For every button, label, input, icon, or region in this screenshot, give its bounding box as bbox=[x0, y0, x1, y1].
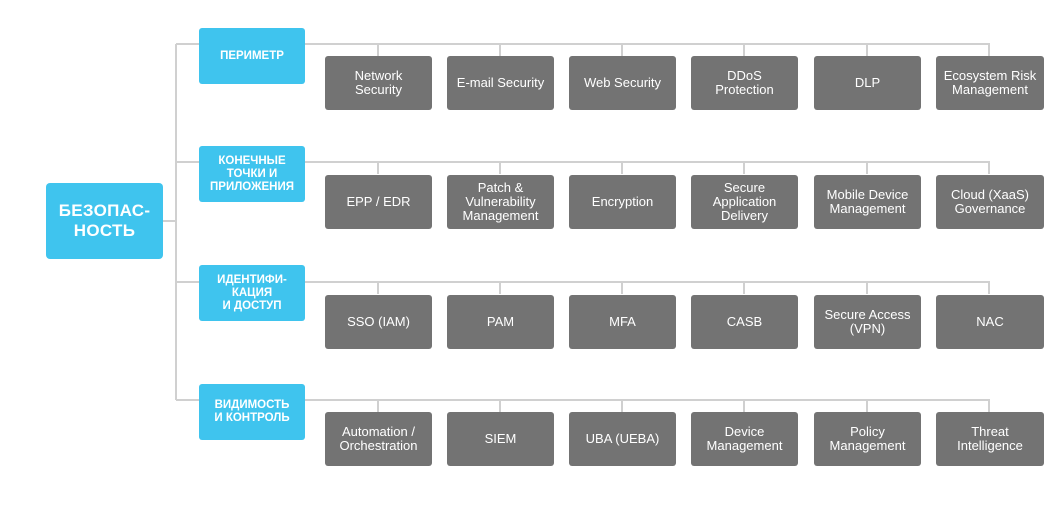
item-label: SSO (IAM) bbox=[347, 314, 410, 329]
item-label: Web Security bbox=[583, 75, 662, 90]
item-pam: PAM bbox=[447, 295, 554, 349]
category-label: ПЕРИМЕТР bbox=[220, 49, 284, 62]
item-siem: SIEM bbox=[447, 412, 554, 466]
item-uba-ueba: UBA (UEBA) bbox=[569, 412, 676, 466]
item-sso-iam: SSO (IAM) bbox=[325, 295, 432, 349]
item-casb: CASB bbox=[691, 295, 798, 349]
category-endpoints: КОНЕЧНЫЕ ТОЧКИ И ПРИЛОЖЕНИЯ bbox=[199, 146, 305, 202]
item-network-security: Network Security bbox=[325, 56, 432, 110]
item-label: EPP / EDR bbox=[346, 194, 411, 209]
category-label: КОНЕЧНЫЕ ТОЧКИ И ПРИЛОЖЕНИЯ bbox=[210, 154, 294, 193]
item-label: Policy Management bbox=[829, 424, 906, 453]
item-label: Automation / Orchestration bbox=[339, 424, 418, 453]
item-label: Patch & Vulnerability Management bbox=[462, 180, 539, 223]
item-threat-intelligence: Threat Intelligence bbox=[936, 412, 1044, 466]
item-label: Secure Access (VPN) bbox=[824, 307, 911, 336]
item-label: CASB bbox=[726, 314, 763, 329]
item-mobile-device-mgmt: Mobile Device Management bbox=[814, 175, 921, 229]
item-encryption: Encryption bbox=[569, 175, 676, 229]
item-label: E-mail Security bbox=[456, 75, 545, 90]
item-label: NAC bbox=[976, 314, 1004, 329]
item-ddos-protection: DDoS Protection bbox=[691, 56, 798, 110]
item-label: Network Security bbox=[354, 68, 403, 97]
item-secure-access-vpn: Secure Access (VPN) bbox=[814, 295, 921, 349]
item-label: Secure Application Delivery bbox=[712, 180, 777, 223]
item-epp-edr: EPP / EDR bbox=[325, 175, 432, 229]
item-web-security: Web Security bbox=[569, 56, 676, 110]
category-label: ВИДИМОСТЬ И КОНТРОЛЬ bbox=[214, 399, 290, 424]
item-label: Threat Intelligence bbox=[957, 424, 1023, 453]
item-cloud-governance: Cloud (XaaS) Governance bbox=[936, 175, 1044, 229]
item-label: Mobile Device Management bbox=[826, 187, 909, 216]
category-label: ИДЕНТИФИ- КАЦИЯ И ДОСТУП bbox=[217, 273, 287, 312]
item-label: Device Management bbox=[706, 424, 783, 453]
category-identity-access: ИДЕНТИФИ- КАЦИЯ И ДОСТУП bbox=[199, 265, 305, 321]
item-label: PAM bbox=[486, 314, 515, 329]
item-label: Encryption bbox=[591, 194, 654, 209]
item-label: MFA bbox=[609, 314, 636, 329]
item-label: SIEM bbox=[484, 431, 517, 446]
item-label: UBA (UEBA) bbox=[585, 431, 660, 446]
item-policy-management: Policy Management bbox=[814, 412, 921, 466]
item-mfa: MFA bbox=[569, 295, 676, 349]
item-dlp: DLP bbox=[814, 56, 921, 110]
root-node: БЕЗОПАС- НОСТЬ bbox=[46, 183, 163, 259]
root-label: БЕЗОПАС- НОСТЬ bbox=[58, 201, 151, 240]
item-label: Ecosystem Risk Management bbox=[943, 68, 1037, 97]
category-visibility-control: ВИДИМОСТЬ И КОНТРОЛЬ bbox=[199, 384, 305, 440]
item-device-management: Device Management bbox=[691, 412, 798, 466]
item-nac: NAC bbox=[936, 295, 1044, 349]
item-ecosystem-risk: Ecosystem Risk Management bbox=[936, 56, 1044, 110]
item-label: DLP bbox=[854, 75, 881, 90]
item-email-security: E-mail Security bbox=[447, 56, 554, 110]
item-secure-app-delivery: Secure Application Delivery bbox=[691, 175, 798, 229]
item-automation-orchestration: Automation / Orchestration bbox=[325, 412, 432, 466]
item-label: Cloud (XaaS) Governance bbox=[950, 187, 1030, 216]
category-perimeter: ПЕРИМЕТР bbox=[199, 28, 305, 84]
item-patch-vulnerability: Patch & Vulnerability Management bbox=[447, 175, 554, 229]
item-label: DDoS Protection bbox=[715, 68, 774, 97]
